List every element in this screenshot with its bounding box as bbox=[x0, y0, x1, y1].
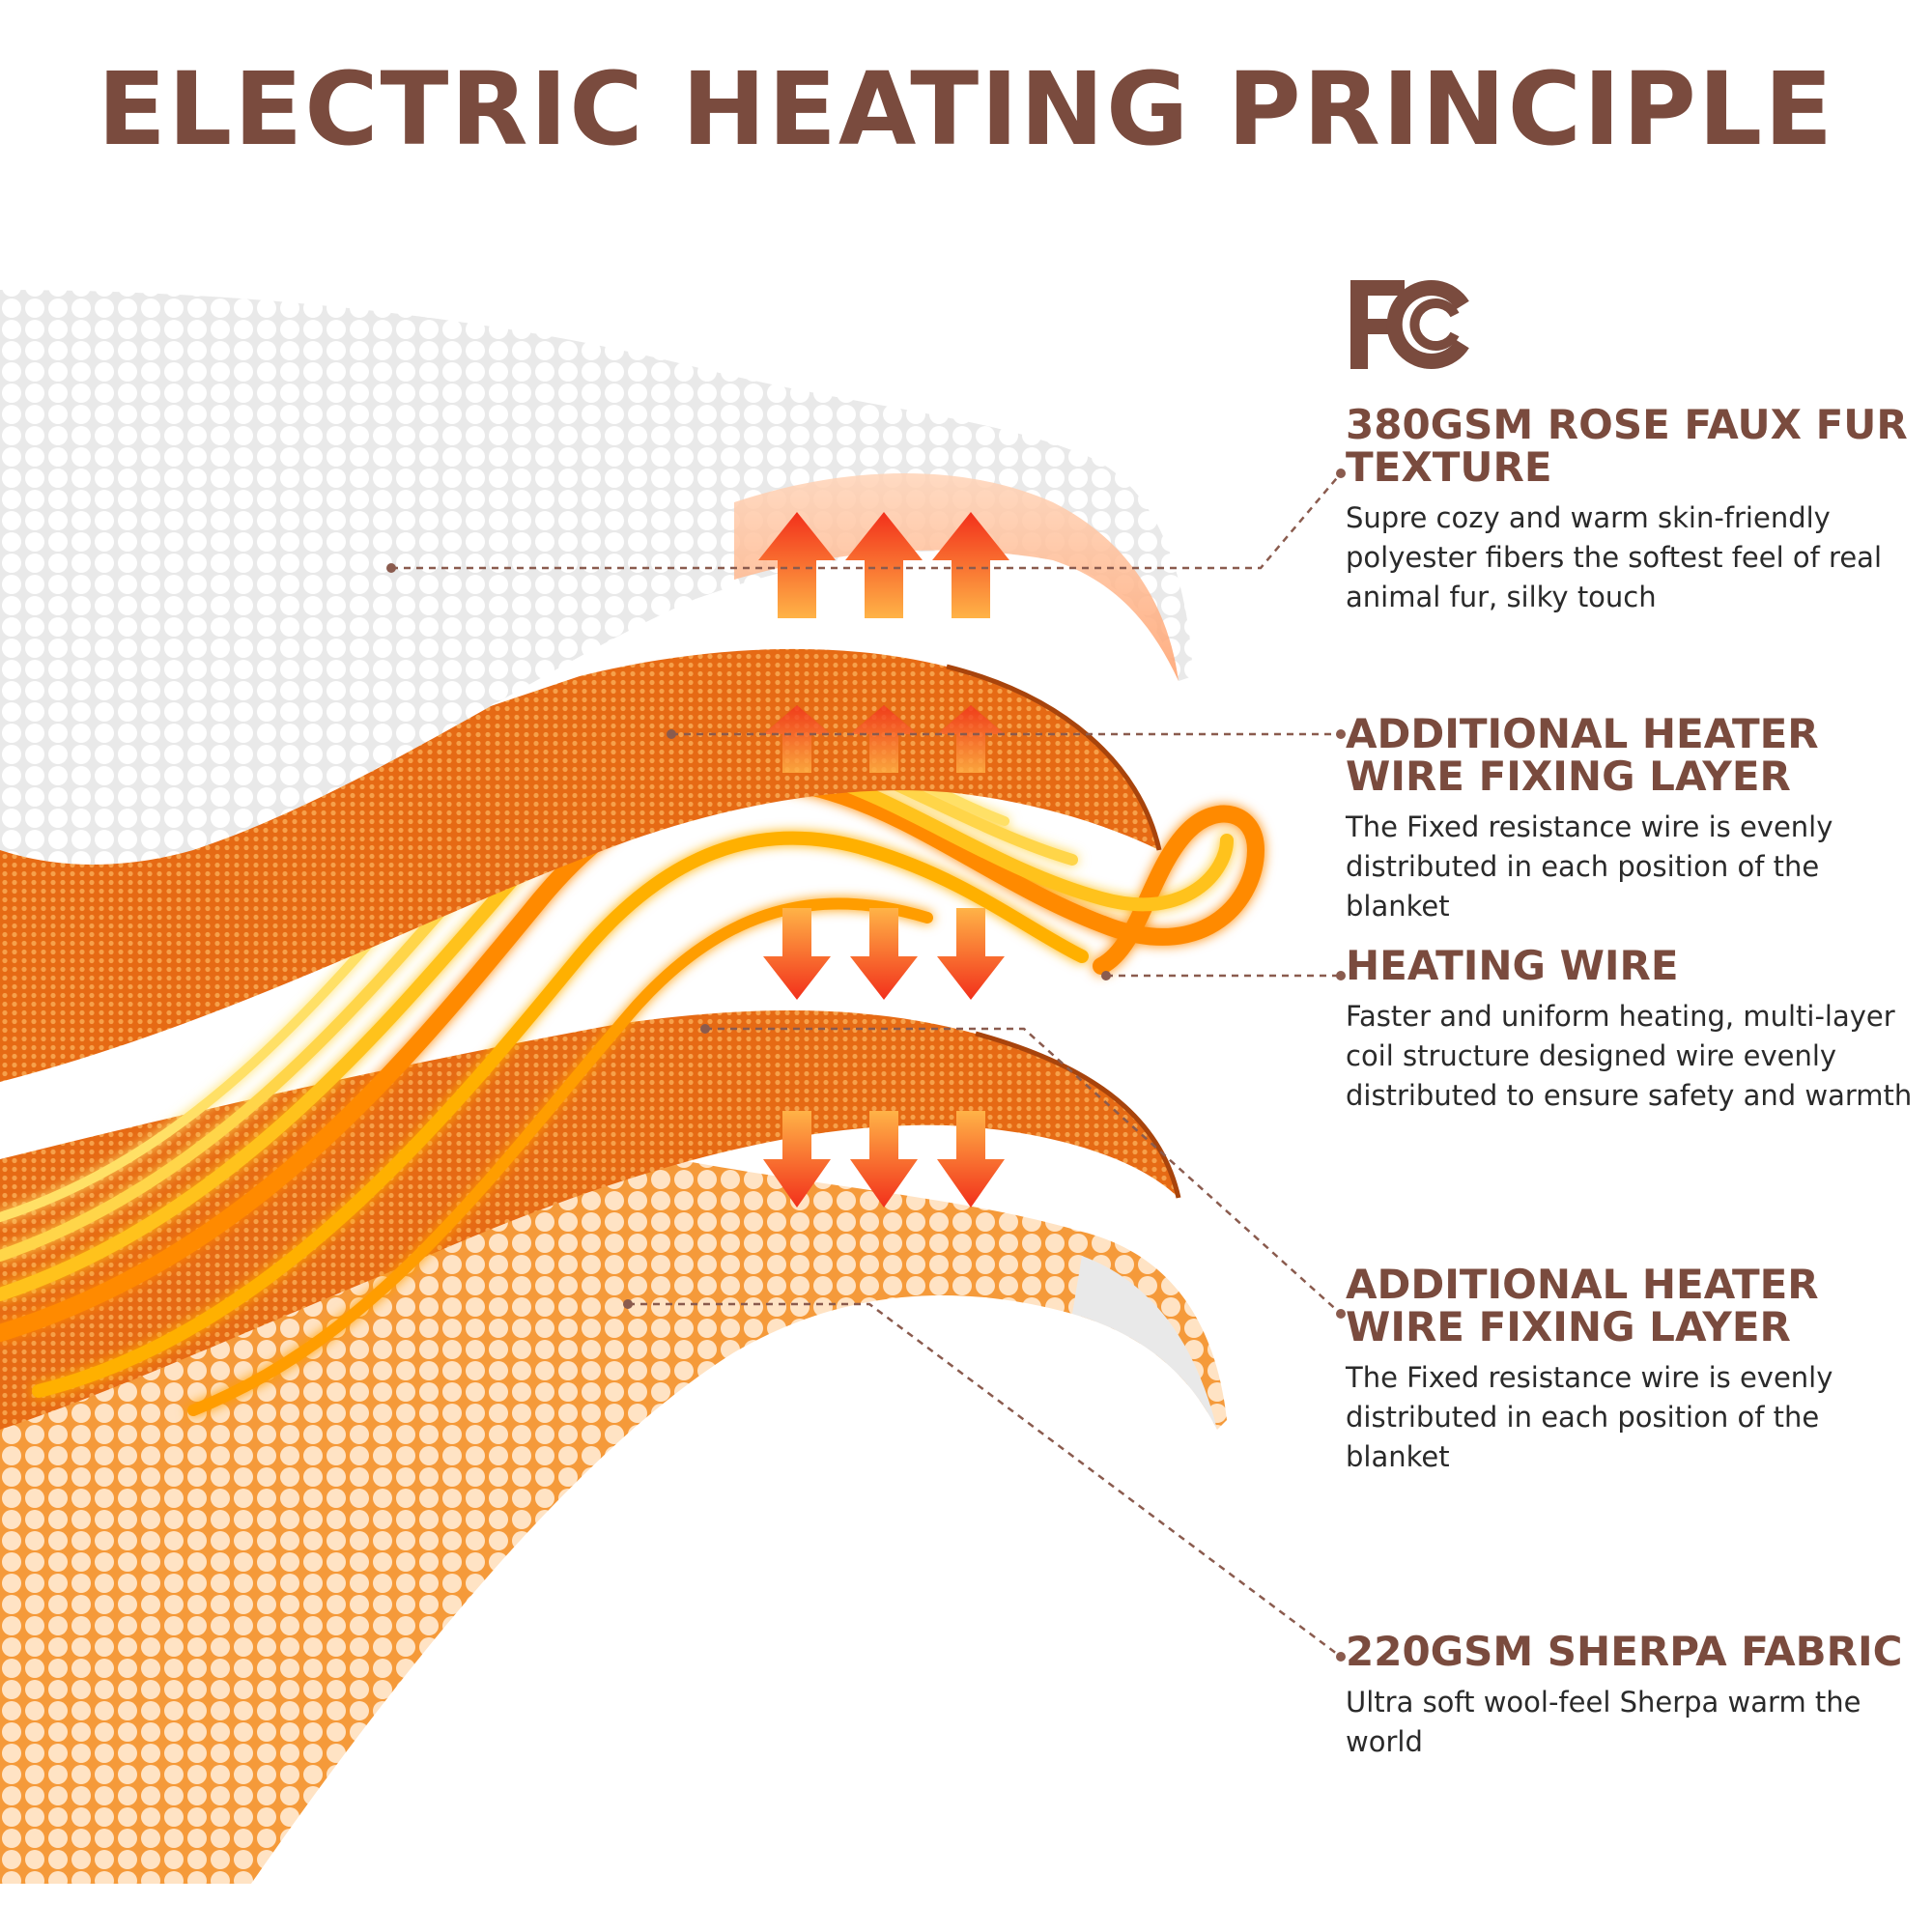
callout-heading: 220GSM SHERPA FABRIC bbox=[1346, 1628, 1903, 1675]
callout-line: distributed in each position of the blan… bbox=[1346, 850, 1820, 923]
callout-text: Faster and uniform heating, multi-layer … bbox=[1346, 997, 1925, 1116]
callout-upper-fixing-layer: ADDITIONAL HEATER WIRE FIXING LAYER The … bbox=[1346, 713, 1925, 926]
sherpa-fabric-layer bbox=[0, 1139, 1227, 1884]
callout-line: distributed to ensure safety and warmth bbox=[1346, 1079, 1913, 1112]
fcc-logo-icon bbox=[1350, 280, 1469, 369]
callout-heading: ADDITIONAL HEATER WIRE FIXING LAYER bbox=[1346, 710, 1819, 800]
callout-text: Supre cozy and warm skin-friendly polyes… bbox=[1346, 498, 1925, 617]
callout-line: Ultra soft wool-feel Sherpa warm the wor… bbox=[1346, 1686, 1861, 1758]
callout-dots bbox=[386, 469, 1346, 1662]
callout-lower-fixing-layer: ADDITIONAL HEATER WIRE FIXING LAYER The … bbox=[1346, 1264, 1925, 1477]
callout-leader-lines bbox=[391, 472, 1342, 1659]
callout-line: Faster and uniform heating, multi-layer bbox=[1346, 1000, 1895, 1033]
heat-arrows-up bbox=[758, 512, 1009, 773]
callout-line: Supre cozy and warm skin-friendly bbox=[1346, 501, 1831, 534]
callout-line: polyester fibers the softest feel of rea… bbox=[1346, 541, 1883, 574]
callout-line: The Fixed resistance wire is evenly bbox=[1346, 1361, 1833, 1394]
callout-line: The Fixed resistance wire is evenly bbox=[1346, 810, 1833, 843]
callout-sherpa-fabric: 220GSM SHERPA FABRIC Ultra soft wool-fee… bbox=[1346, 1631, 1925, 1762]
callout-heading: ADDITIONAL HEATER WIRE FIXING LAYER bbox=[1346, 1261, 1819, 1350]
callout-line: distributed in each position of the blan… bbox=[1346, 1401, 1820, 1473]
callout-text: Ultra soft wool-feel Sherpa warm the wor… bbox=[1346, 1683, 1925, 1762]
heat-arrows-down bbox=[763, 908, 1005, 1208]
page-title: ELECTRIC HEATING PRINCIPLE bbox=[97, 50, 1835, 168]
callout-faux-fur: 380GSM ROSE FAUX FUR TEXTURE Supre cozy … bbox=[1346, 404, 1925, 617]
callout-heading: 380GSM ROSE FAUX FUR TEXTURE bbox=[1346, 401, 1908, 491]
callout-line: coil structure designed wire evenly bbox=[1346, 1039, 1837, 1072]
callout-line: animal fur, silky touch bbox=[1346, 581, 1657, 613]
faux-fur-layer bbox=[0, 290, 1193, 865]
callout-text: The Fixed resistance wire is evenly dist… bbox=[1346, 808, 1925, 926]
callout-text: The Fixed resistance wire is evenly dist… bbox=[1346, 1358, 1925, 1477]
callout-heading: HEATING WIRE bbox=[1346, 942, 1679, 989]
callout-heating-wire: HEATING WIRE Faster and uniform heating,… bbox=[1346, 945, 1925, 1116]
